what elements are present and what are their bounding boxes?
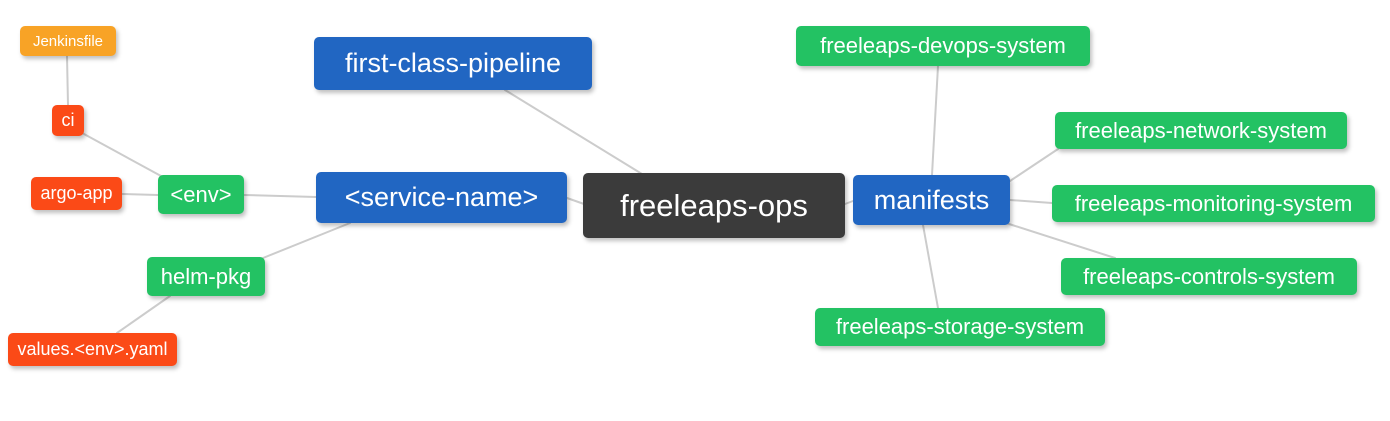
edge-first-class-pipeline-to-freeleaps-ops	[504, 89, 643, 175]
mindmap-node-values-env-yaml[interactable]: values.<env>.yaml	[8, 333, 177, 366]
edge-manifests-to-freeleaps-devops-system	[931, 65, 939, 176]
mindmap-node-first-class-pipeline[interactable]: first-class-pipeline	[314, 37, 592, 90]
edge-manifests-to-freeleaps-monitoring-system	[1009, 199, 1053, 204]
mindmap-node-jenkinsfile[interactable]: Jenkinsfile	[20, 26, 116, 56]
edge-values-env-yaml-to-helm-pkg	[116, 295, 171, 334]
edge-freeleaps-ops-to-manifests	[844, 200, 854, 205]
edge-service-name-to-freeleaps-ops	[566, 197, 585, 205]
mindmap-node-helm-pkg[interactable]: helm-pkg	[147, 257, 265, 296]
mindmap-node-service-name[interactable]: <service-name>	[316, 172, 567, 223]
mindmap-node-freeleaps-controls-system[interactable]: freeleaps-controls-system	[1061, 258, 1357, 295]
edge-jenkinsfile-to-ci	[66, 55, 69, 106]
mindmap-node-freeleaps-storage-system[interactable]: freeleaps-storage-system	[815, 308, 1105, 346]
mindmap-node-manifests[interactable]: manifests	[853, 175, 1010, 225]
edge-argo-app-to-env	[121, 193, 159, 196]
mindmap-node-freeleaps-devops-system[interactable]: freeleaps-devops-system	[796, 26, 1090, 66]
edge-manifests-to-freeleaps-storage-system	[922, 224, 939, 309]
edge-manifests-to-freeleaps-controls-system	[1005, 222, 1116, 259]
edge-manifests-to-freeleaps-network-system	[1009, 148, 1059, 182]
mindmap-node-freeleaps-monitoring-system[interactable]: freeleaps-monitoring-system	[1052, 185, 1375, 222]
mindmap-node-freeleaps-ops[interactable]: freeleaps-ops	[583, 173, 845, 238]
edge-env-to-service-name	[243, 194, 317, 198]
edge-helm-pkg-to-service-name	[262, 222, 351, 259]
mindmap-node-env[interactable]: <env>	[158, 175, 244, 214]
edge-ci-to-env	[83, 133, 162, 177]
mindmap-node-ci[interactable]: ci	[52, 105, 84, 136]
mindmap-node-argo-app[interactable]: argo-app	[31, 177, 122, 210]
mindmap-node-freeleaps-network-system[interactable]: freeleaps-network-system	[1055, 112, 1347, 149]
